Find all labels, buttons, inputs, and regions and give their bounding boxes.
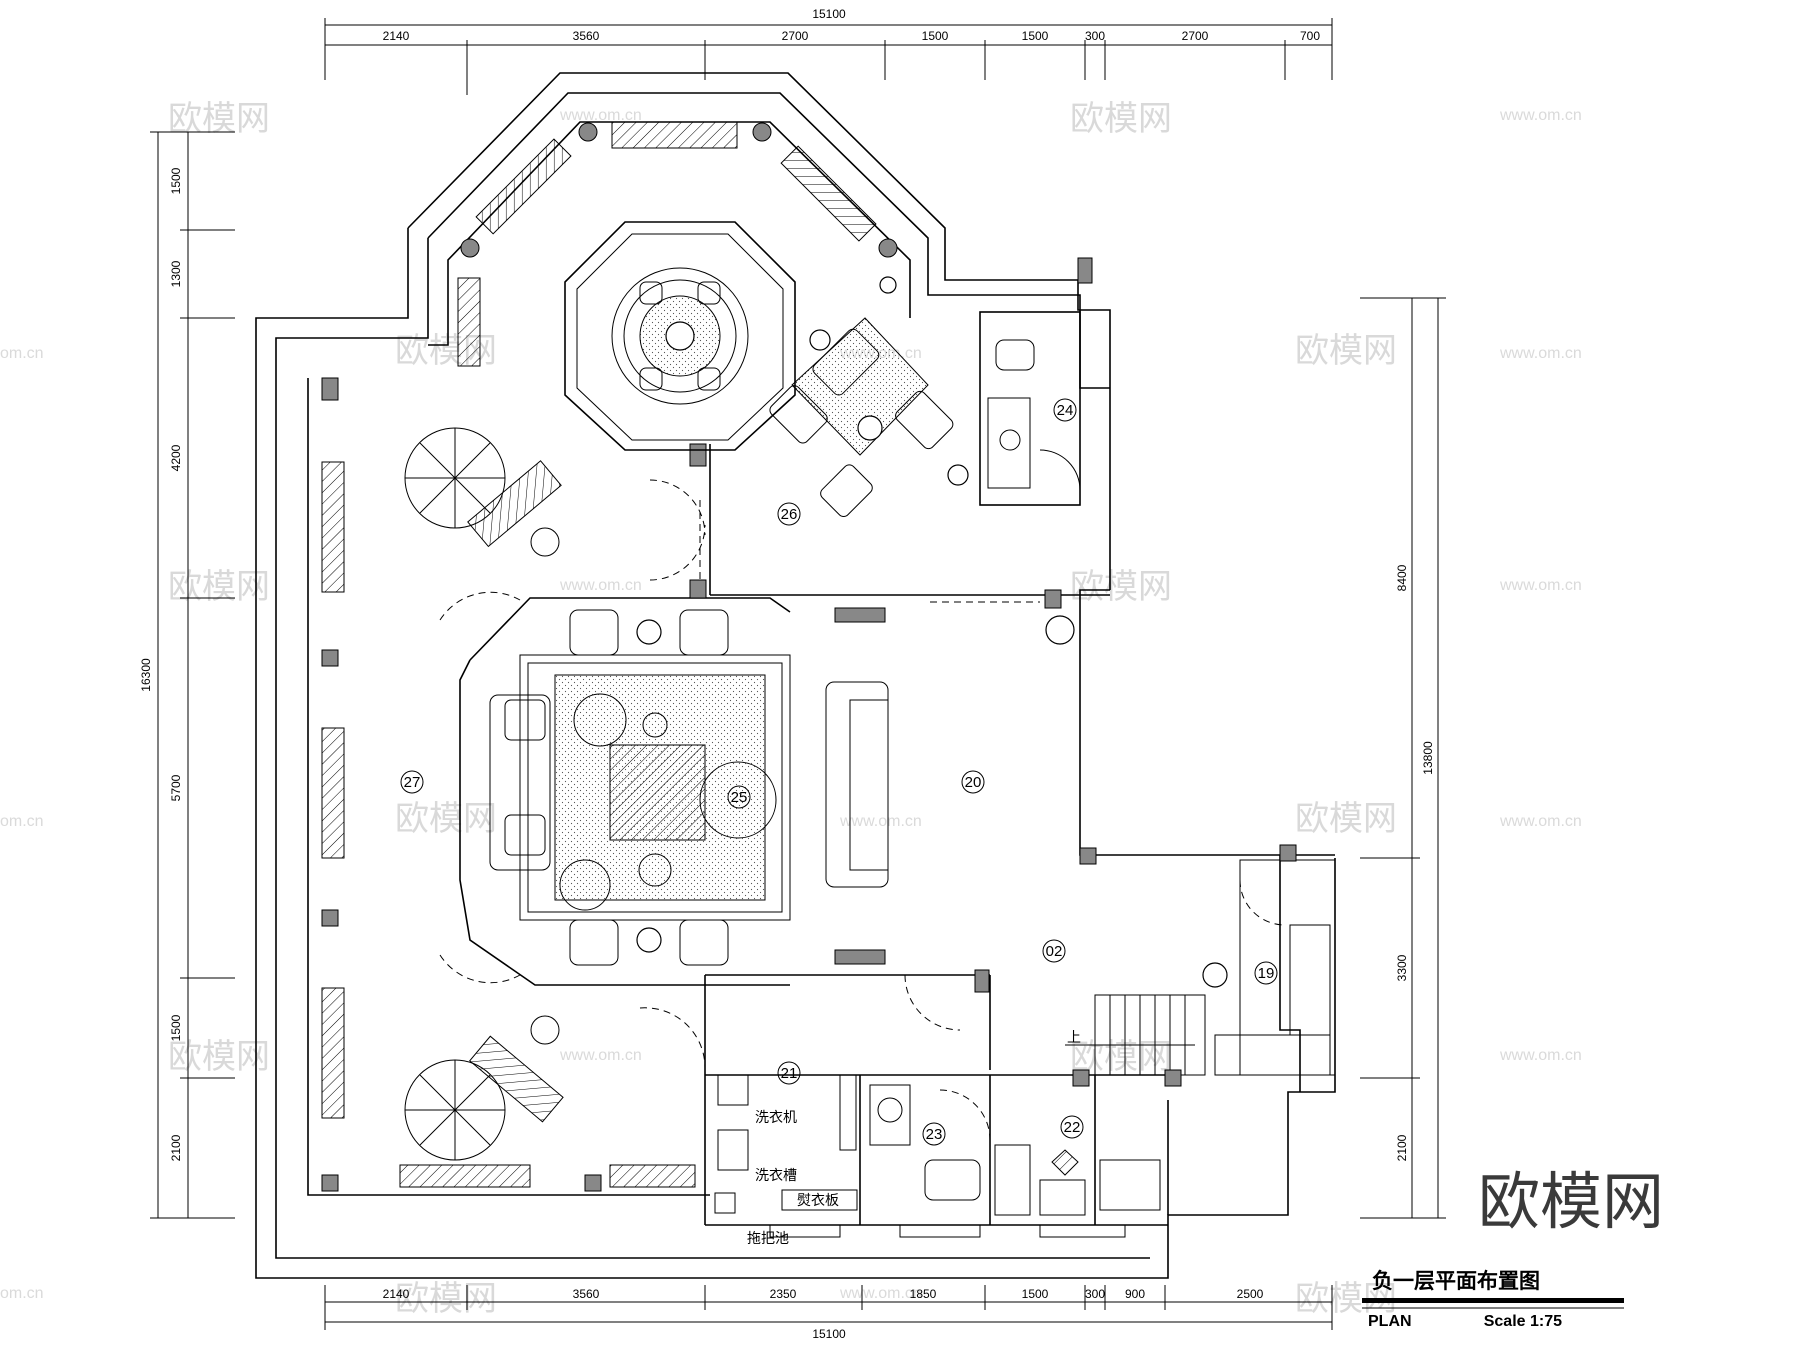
watermark-url: om.cn xyxy=(0,813,44,830)
watermark-url: om.cn xyxy=(0,1285,44,1302)
dim-bottom-seg: 2350 xyxy=(770,1287,797,1301)
dim-bottom-seg: 1500 xyxy=(1022,1287,1049,1301)
room-20-sofa xyxy=(825,607,1228,988)
room-number-02: 02 xyxy=(1046,943,1063,960)
watermark-url: www.om.cn xyxy=(1499,345,1582,362)
room-number-20: 20 xyxy=(965,774,982,791)
scale-label: Scale 1:75 xyxy=(1484,1313,1562,1330)
watermark-brand: 欧模网 xyxy=(168,567,270,607)
dim-left-seg: 2100 xyxy=(169,1134,183,1161)
room-number-24: 24 xyxy=(1057,402,1074,419)
dim-left-seg: 5700 xyxy=(169,774,183,801)
dim-top-seg: 700 xyxy=(1300,29,1320,43)
round-table-chair xyxy=(639,281,721,391)
watermark-brand: 欧模网 xyxy=(168,99,270,139)
dim-top-total: 15100 xyxy=(812,7,846,21)
room-number-25: 25 xyxy=(731,789,748,806)
lounge-26-furniture xyxy=(769,317,969,518)
watermark-brand: 欧模网 xyxy=(395,1279,497,1319)
watermark-url: www.om.cn xyxy=(559,107,642,124)
bottom-dimension-chain: 2140 3560 2350 1850 1500 300 900 2500 15… xyxy=(324,1285,1333,1341)
title-block: 负一层平面布置图 PLAN Scale 1:75 xyxy=(1362,1269,1624,1330)
door-swings xyxy=(439,479,1286,1141)
dim-bottom-seg: 900 xyxy=(1125,1287,1145,1301)
dim-bottom-seg: 2500 xyxy=(1237,1287,1264,1301)
dim-top-seg: 300 xyxy=(1085,29,1105,43)
watermark-brand: 欧模网 xyxy=(395,331,497,371)
windows xyxy=(769,1224,1126,1238)
dim-bottom-seg: 300 xyxy=(1085,1287,1105,1301)
bathroom-23-fixtures xyxy=(869,1084,981,1201)
dim-right-seg: 3300 xyxy=(1395,954,1409,981)
exterior-walls xyxy=(255,72,1336,1279)
watermark-url: www.om.cn xyxy=(1499,107,1582,124)
label-stair-up: 上 xyxy=(1067,1030,1081,1046)
label-washer: 洗衣机 xyxy=(755,1110,797,1126)
watermark-url: om.cn xyxy=(0,345,44,362)
umbrella-set-north xyxy=(404,427,562,557)
label-mop-sink: 拖把池 xyxy=(747,1231,789,1247)
watermark-url: www.om.cn xyxy=(839,1285,922,1302)
watermark-brand: 欧模网 xyxy=(1070,567,1172,607)
watermark-url: www.om.cn xyxy=(1499,577,1582,594)
lounge-25-furniture xyxy=(489,609,791,966)
plan-label: PLAN xyxy=(1368,1313,1412,1330)
left-dimension-chain: 1500 1300 4200 5700 1500 2100 16300 xyxy=(139,131,235,1219)
dim-right-seg: 13800 xyxy=(1421,741,1435,775)
watermark-url: www.om.cn xyxy=(1499,1047,1582,1064)
watermark-url: www.om.cn xyxy=(839,813,922,830)
octagon-dining-area xyxy=(564,221,796,451)
watermark-brand: 欧模网 xyxy=(1295,331,1397,371)
laundry-21-fixtures xyxy=(714,1074,858,1214)
brand-watermark: 欧模网 xyxy=(1478,1165,1664,1238)
west-planters xyxy=(321,461,696,1188)
dim-left-total: 16300 xyxy=(139,658,153,692)
room-number-21: 21 xyxy=(781,1065,798,1082)
room-number-23: 23 xyxy=(926,1126,943,1143)
top-dimension-chain: 15100 2140 3560 2700 1500 1500 300 2700 … xyxy=(324,7,1333,95)
dim-top-seg: 1500 xyxy=(922,29,949,43)
dim-right-seg: 8400 xyxy=(1395,564,1409,591)
dim-left-seg: 1500 xyxy=(169,167,183,194)
dim-top-seg: 2700 xyxy=(1182,29,1209,43)
dim-top-seg: 2700 xyxy=(782,29,809,43)
fixture-labels: 洗衣机 洗衣槽 熨衣板 拖把池 上 xyxy=(747,1030,1081,1247)
dim-top-seg: 1500 xyxy=(1022,29,1049,43)
room-number-26: 26 xyxy=(781,506,798,523)
room-number-22: 22 xyxy=(1064,1119,1081,1136)
watermark-url: www.om.cn xyxy=(1499,813,1582,830)
watermark-brand: 欧模网 xyxy=(1070,99,1172,139)
room-labels: 27 25 20 26 24 02 19 21 23 22 xyxy=(400,398,1278,1146)
drawing-title: 负一层平面布置图 xyxy=(1372,1269,1540,1293)
watermark-brand: 欧模网 xyxy=(168,1037,270,1077)
dim-left-seg: 1500 xyxy=(169,1014,183,1041)
watermark-url: www.om.cn xyxy=(559,1047,642,1064)
umbrella-set-south xyxy=(404,1015,564,1161)
dim-top-seg: 3560 xyxy=(573,29,600,43)
label-laundry-sink: 洗衣槽 xyxy=(755,1168,797,1184)
dim-left-seg: 4200 xyxy=(169,444,183,471)
dim-right-seg: 2100 xyxy=(1395,1134,1409,1161)
watermark-brand: 欧模网 xyxy=(395,799,497,839)
room-22-fixtures xyxy=(994,1144,1161,1216)
dim-top-seg: 2140 xyxy=(383,29,410,43)
room-number-19: 19 xyxy=(1258,965,1275,982)
label-ironing-board: 熨衣板 xyxy=(797,1193,839,1209)
dim-bottom-seg: 2140 xyxy=(383,1287,410,1301)
dim-bottom-total: 15100 xyxy=(812,1327,846,1341)
watermark-brand: 欧模网 xyxy=(1295,799,1397,839)
bathroom-24-fixtures xyxy=(987,339,1081,491)
room-number-27: 27 xyxy=(404,774,421,791)
dim-bottom-seg: 1850 xyxy=(910,1287,937,1301)
dim-bottom-seg: 3560 xyxy=(573,1287,600,1301)
north-terrace-planters xyxy=(457,121,898,367)
dim-left-seg: 1300 xyxy=(169,260,183,287)
watermark-url: www.om.cn xyxy=(559,577,642,594)
right-dimension-chain: 8400 13800 3300 2100 xyxy=(1360,297,1446,1219)
watermark-layer: 欧模网 欧模网 欧模网 欧模网 欧模网 欧模网 欧模网 欧模网 欧模网 欧模网 … xyxy=(0,99,1582,1319)
